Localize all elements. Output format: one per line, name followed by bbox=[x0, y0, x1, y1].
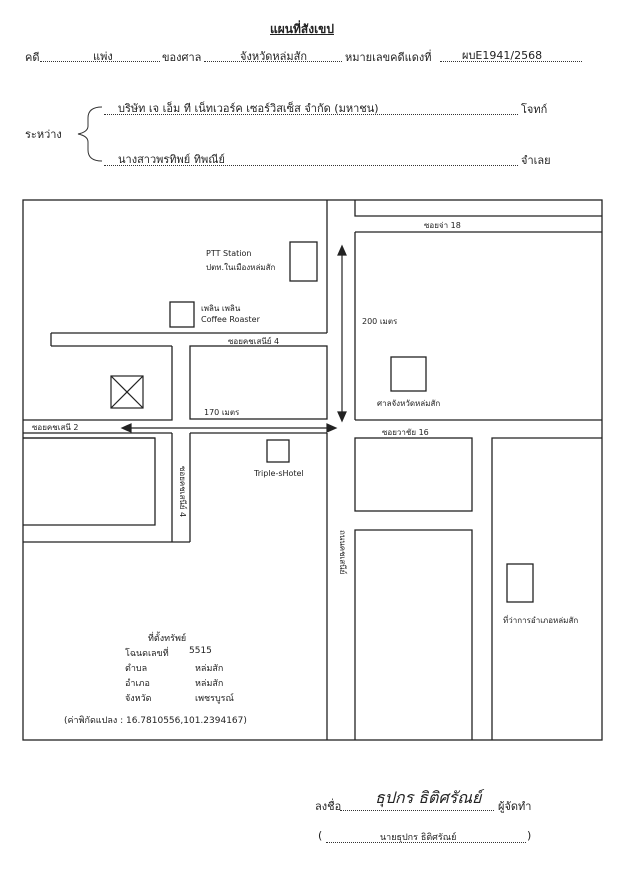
case-label: คดี bbox=[25, 51, 40, 64]
signer-name: นายธุปกร ธิติศรัณย์ bbox=[380, 833, 457, 843]
ptt-label-th: ปตท.ในเมืองหล่มสัก bbox=[206, 263, 276, 272]
cafe-marker bbox=[169, 301, 195, 328]
road-label-kochasen4-vertical: ซอยคชเสนีย์ 4 bbox=[178, 466, 187, 518]
road-label-soi18: ซอยจ่า 18 bbox=[424, 221, 461, 230]
cafe-label-en: Coffee Roaster bbox=[201, 315, 260, 324]
court-name: จังหวัดหล่มสัก bbox=[240, 50, 308, 63]
property-title: ที่ตั้งทรัพย์ bbox=[148, 634, 187, 644]
signature: ธุปกร ธิติศรัณย์ bbox=[375, 788, 482, 807]
deed-no: 5515 bbox=[189, 646, 212, 656]
district-office-marker bbox=[506, 563, 534, 603]
court-marker bbox=[390, 356, 427, 392]
ptt-marker bbox=[289, 241, 318, 282]
plaintiff-role: โจทก์ bbox=[521, 103, 548, 116]
subdistrict-value: หล่มสัก bbox=[195, 664, 224, 674]
page-title: แผนที่สังเขป bbox=[270, 22, 334, 36]
property-coords: (ค่าพิกัดแปลง : 16.7810556,101.2394167) bbox=[64, 716, 247, 726]
deed-label: โฉนดเลขที่ bbox=[125, 649, 169, 659]
district-value: หล่มสัก bbox=[195, 679, 224, 689]
case-type: แพ่ง bbox=[93, 50, 113, 63]
distance-label-horizontal: 170 เมตร bbox=[204, 408, 240, 417]
map-frame bbox=[22, 199, 603, 741]
road-label-wachai16: ซอยวาชัย 16 bbox=[382, 428, 429, 437]
ptt-label-en: PTT Station bbox=[206, 249, 252, 258]
signer-role: ผู้จัดทำ bbox=[498, 800, 532, 813]
road-edge-soi18 bbox=[354, 200, 602, 217]
court-label: ของศาล bbox=[162, 51, 202, 64]
district-label: อำเภอ bbox=[125, 679, 150, 689]
court-label: ศาลจังหวัดหล่มสัก bbox=[377, 399, 441, 408]
hotel-marker bbox=[266, 439, 290, 463]
hotel-label: Triple-sHotel bbox=[254, 469, 304, 478]
party-brace bbox=[77, 106, 103, 162]
defendant-role: จำเลย bbox=[521, 154, 551, 167]
property-marker bbox=[110, 375, 144, 409]
cafe-label-th: เพลิน เพลิน bbox=[201, 304, 241, 313]
district-office-label: ที่ว่าการอำเภอหล่มสัก bbox=[503, 616, 579, 625]
road-label-kochasen4: ซอยคชเสนีย์ 4 bbox=[228, 337, 280, 346]
red-no-value: ผบE1941/2568 bbox=[462, 49, 543, 62]
red-no-label: หมายเลขคดีแดงที่ bbox=[345, 51, 432, 64]
province-value: เพชรบูรณ์ bbox=[195, 694, 234, 704]
name-close-paren: ) bbox=[527, 829, 532, 842]
province-label: จังหวัด bbox=[125, 694, 152, 704]
road-label-kochasen2: ซอยคชเสนี 2 bbox=[32, 423, 79, 432]
sign-label: ลงชื่อ bbox=[315, 800, 342, 813]
subdistrict-label: ตำบล bbox=[125, 664, 148, 674]
name-open-paren: ( bbox=[318, 829, 323, 842]
defendant-name: นางสาวพรทิพย์ ทิพณีย์ bbox=[118, 153, 225, 166]
road-label-kochasen-road: ถนนคชเสนีย์ bbox=[338, 530, 347, 575]
plaintiff-name: บริษัท เจ เอ็ม ที เน็ทเวอร์ค เซอร์วิสเซ็… bbox=[118, 102, 379, 115]
between-label: ระหว่าง bbox=[25, 128, 62, 141]
distance-label-vertical: 200 เมตร bbox=[362, 317, 398, 326]
